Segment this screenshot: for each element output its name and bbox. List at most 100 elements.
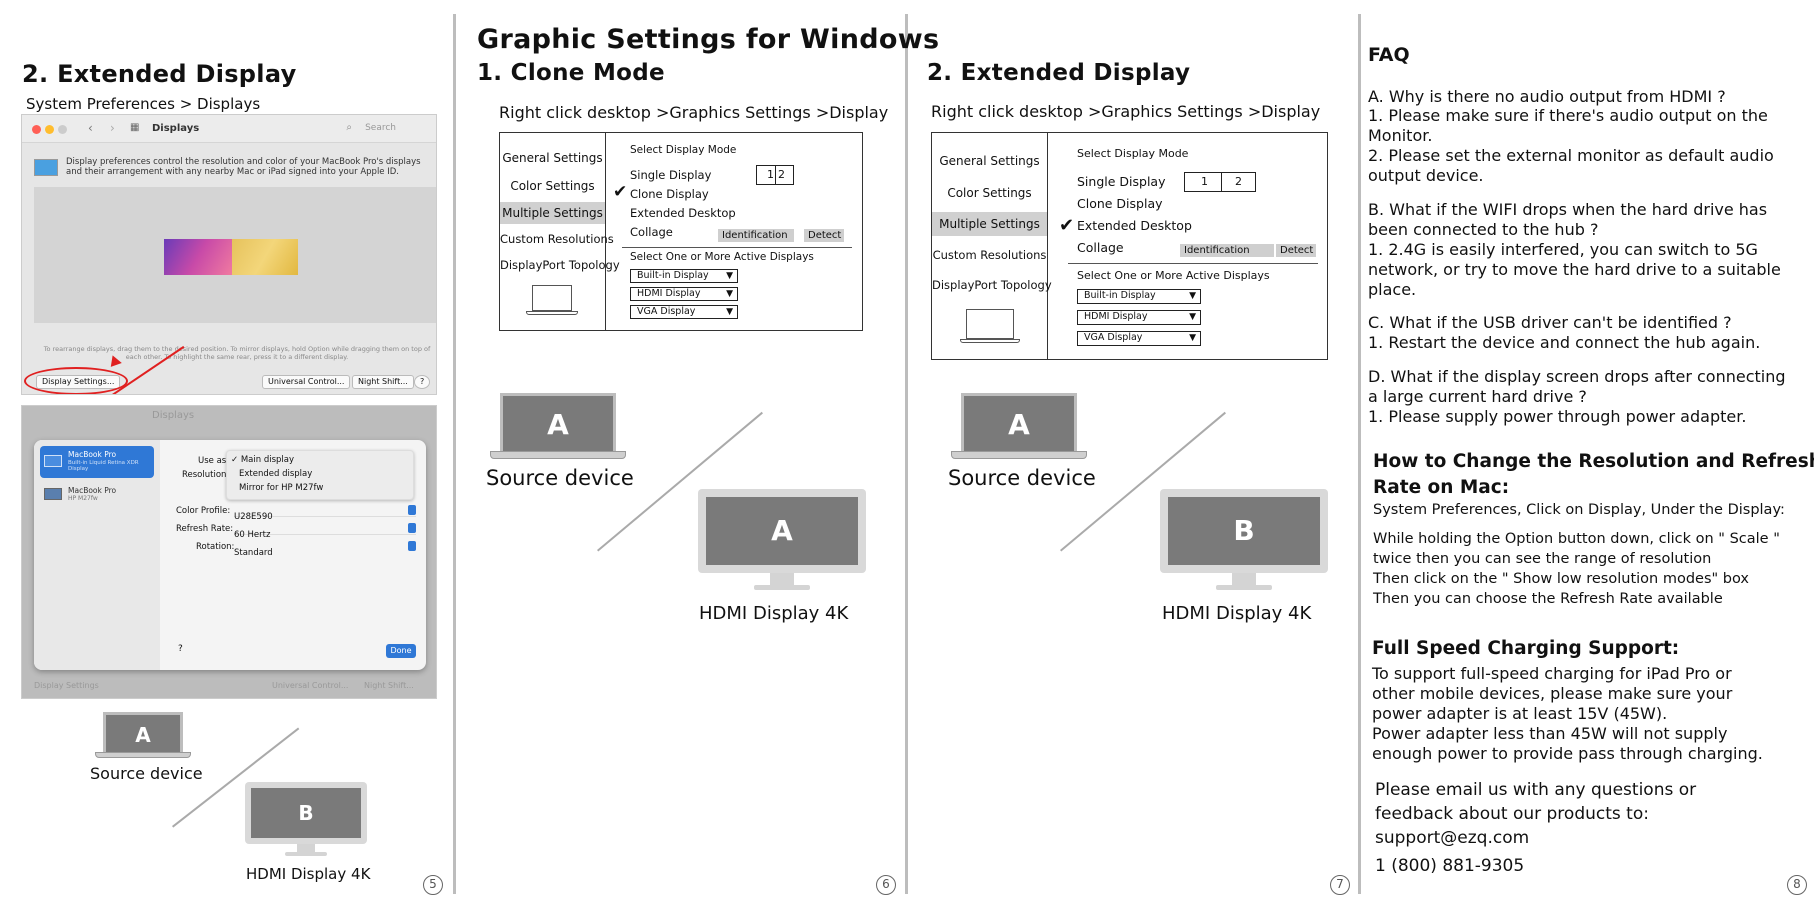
menu-item[interactable]: Mirror for HP M27fw xyxy=(239,483,324,493)
description: Display preferences control the resoluti… xyxy=(66,157,421,177)
laptop-icon xyxy=(526,285,578,317)
search-input[interactable]: Search xyxy=(365,123,396,133)
refresh-rate-select[interactable]: 60 Hertz xyxy=(234,522,416,540)
color-profile-select[interactable]: U28E590 xyxy=(234,504,416,522)
monitor-screen: A xyxy=(706,497,858,565)
display-number-box[interactable]: 1 2 xyxy=(756,165,794,185)
sidebar-item-general[interactable]: General Settings xyxy=(502,151,603,165)
display-select-builtin[interactable]: Built-in Display▼ xyxy=(630,269,738,283)
back-icon[interactable]: ‹ xyxy=(88,121,93,135)
dropdown-arrow-icon: ▼ xyxy=(726,289,733,299)
page-number: 6 xyxy=(876,875,896,895)
select-mode-label: Select Display Mode xyxy=(630,144,737,156)
monitor-screen: B xyxy=(1168,497,1320,565)
dropdown-arrow-icon: ▼ xyxy=(1189,291,1196,301)
sidebar-item-custom-resolutions[interactable]: Custom Resolutions xyxy=(932,248,1047,262)
charging-heading: Full Speed Charging Support: xyxy=(1372,638,1680,659)
universal-control-button[interactable]: Universal Control... xyxy=(262,375,351,389)
resolution-line: While holding the Option button down, cl… xyxy=(1373,531,1780,547)
rotation-select[interactable]: Standard xyxy=(234,540,416,558)
resolution-heading: Rate on Mac: xyxy=(1373,477,1510,498)
detect-button[interactable]: Detect xyxy=(1276,244,1316,257)
charging-line: power adapter is at least 15V (45W). xyxy=(1372,704,1668,723)
instruction: Right click desktop >Graphics Settings >… xyxy=(499,103,889,122)
night-shift-button[interactable]: Night Shift... xyxy=(352,375,414,389)
contact-line: feedback about our products to: xyxy=(1375,804,1649,824)
sidebar-item-displayport[interactable]: DisplayPort Topology xyxy=(500,258,620,272)
help-button[interactable]: ? xyxy=(178,644,183,654)
use-as-menu[interactable]: ✓ Main display Extended display Mirror f… xyxy=(226,450,414,500)
section-heading: 2. Extended Display xyxy=(22,60,297,88)
select-value: HDMI Display xyxy=(637,288,701,299)
source-device-label: Source device xyxy=(486,466,634,490)
minimize-button[interactable] xyxy=(45,125,54,134)
display-thumbnail-external[interactable] xyxy=(232,239,298,275)
dropdown-arrow-icon: ▼ xyxy=(726,271,733,281)
mode-single[interactable]: Single Display xyxy=(1077,174,1166,189)
source-laptop: A xyxy=(490,393,626,461)
laptop-base xyxy=(490,451,626,459)
highlight-ellipse xyxy=(24,367,128,394)
sidebar-item-color[interactable]: Color Settings xyxy=(947,186,1032,200)
sidebar-item-color[interactable]: Color Settings xyxy=(510,179,595,193)
sidebar-item-multiple[interactable]: Multiple Settings xyxy=(932,212,1047,236)
display-select-hdmi[interactable]: HDMI Display▼ xyxy=(1077,310,1201,325)
display-select-vga[interactable]: VGA Display▼ xyxy=(1077,331,1201,346)
charging-line: enough power to provide pass through cha… xyxy=(1372,744,1763,763)
display-select-vga[interactable]: VGA Display▼ xyxy=(630,305,738,319)
mode-extended[interactable]: Extended Desktop xyxy=(1077,218,1192,233)
source-device-label: Source device xyxy=(90,764,203,783)
display-select-hdmi[interactable]: HDMI Display ▼ xyxy=(630,287,738,301)
graphics-settings-dialog: General Settings Color Settings Multiple… xyxy=(499,132,863,331)
laptop-icon xyxy=(960,309,1020,345)
page-title: Graphic Settings for Windows xyxy=(477,24,940,55)
footer-display-settings: Display Settings xyxy=(34,681,99,690)
monitor-foot xyxy=(1216,585,1272,590)
window-titlebar: ‹ › ▦ Displays ⌕ Search xyxy=(22,115,436,143)
resolution-line: twice then you can see the range of reso… xyxy=(1373,551,1712,567)
grid-icon[interactable]: ▦ xyxy=(130,122,140,133)
display-number-box[interactable]: 1 2 xyxy=(1184,172,1256,192)
close-button[interactable] xyxy=(32,125,41,134)
mode-collage[interactable]: Collage xyxy=(630,225,673,239)
help-button[interactable]: ? xyxy=(414,375,431,389)
sidebar-item-external[interactable]: MacBook Pro HP M27fw xyxy=(40,482,154,506)
separator xyxy=(622,247,852,248)
refresh-rate-label: Refresh Rate: xyxy=(176,524,234,534)
identification-button[interactable]: Identification xyxy=(1180,244,1274,257)
sidebar-item-custom-resolutions[interactable]: Custom Resolutions xyxy=(500,232,614,246)
identification-button[interactable]: Identification xyxy=(718,229,794,242)
support-email[interactable]: support@ezq.com xyxy=(1375,828,1530,848)
mode-extended[interactable]: Extended Desktop xyxy=(630,206,736,220)
mode-collage[interactable]: Collage xyxy=(1077,240,1124,255)
monitor-neck xyxy=(770,573,794,585)
resolution-label: Resolution: xyxy=(182,470,230,480)
rotation-label: Rotation: xyxy=(196,542,235,552)
zoom-button[interactable] xyxy=(58,125,67,134)
mode-clone[interactable]: Clone Display xyxy=(630,187,709,201)
done-button[interactable]: Done xyxy=(386,644,416,658)
monitor-icon xyxy=(44,488,62,500)
rotation-value: Standard xyxy=(234,548,273,558)
sidebar-item-main[interactable]: MacBook Pro Built-in Liquid Retina XDR D… xyxy=(40,446,154,478)
checkmark-icon: ✔ xyxy=(1059,215,1075,236)
display-2: 2 xyxy=(778,168,785,181)
detect-button[interactable]: Detect xyxy=(804,229,844,242)
menu-item[interactable]: ✓ Main display xyxy=(231,455,294,465)
select-active-label: Select One or More Active Displays xyxy=(1077,269,1270,282)
forward-icon[interactable]: › xyxy=(110,121,115,135)
column-divider xyxy=(905,14,908,894)
sidebar-item-general[interactable]: General Settings xyxy=(939,154,1040,168)
sidebar-item-displayport[interactable]: DisplayPort Topology xyxy=(932,278,1052,292)
mode-clone[interactable]: Clone Display xyxy=(1077,196,1163,211)
sidebar-item-multiple[interactable]: Multiple Settings xyxy=(500,202,605,224)
mode-single[interactable]: Single Display xyxy=(630,168,712,182)
target-device-label: HDMI Display 4K xyxy=(699,603,849,624)
menu-item[interactable]: Extended display xyxy=(239,469,313,479)
display-select-builtin[interactable]: Built-in Display▼ xyxy=(1077,289,1201,304)
page-6: Graphic Settings for Windows 1. Clone Mo… xyxy=(455,0,939,907)
faq-title: FAQ xyxy=(1368,44,1410,66)
display-icon xyxy=(34,159,58,176)
sidebar-item-detail: Built-in Liquid Retina XDR Display xyxy=(68,460,139,472)
display-thumbnail-main[interactable] xyxy=(164,239,232,275)
